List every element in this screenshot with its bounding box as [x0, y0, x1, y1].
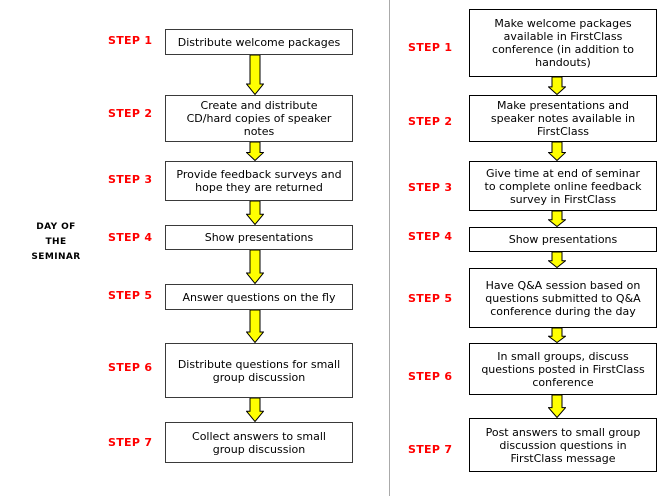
left-step-5-box: Answer questions on the fly [165, 284, 353, 310]
side-label-line: SEMINAR [31, 252, 81, 262]
right-step-3-box: Give time at end of seminar to complete … [469, 161, 657, 211]
left-step-2-box: Create and distribute CD/hard copies of … [165, 95, 353, 142]
right-step-4-box: Show presentations [469, 227, 657, 252]
right-step-6-box: In small groups, discuss questions poste… [469, 343, 657, 395]
left-step-6-label: STEP 6 [108, 361, 153, 374]
flow-arrow-down [246, 250, 264, 284]
left-step-4-text: Show presentations [204, 231, 314, 244]
flow-arrow-down [548, 211, 566, 227]
right-step-4-text: Show presentations [508, 233, 618, 246]
side-label-line: DAY OF [36, 222, 76, 232]
left-step-1-box: Distribute welcome packages [165, 29, 353, 55]
right-step-1-label: STEP 1 [408, 41, 453, 54]
flow-arrow-down [246, 55, 264, 95]
left-step-1-label: STEP 1 [108, 34, 153, 47]
left-step-7-label: STEP 7 [108, 436, 153, 449]
day-of-seminar-label: DAY OF THE SEMINAR [28, 220, 84, 265]
side-label-line: THE [45, 237, 67, 247]
left-step-5-text: Answer questions on the fly [182, 290, 336, 304]
right-step-3-label: STEP 3 [408, 181, 453, 194]
left-step-4-box: Show presentations [165, 225, 353, 250]
flow-arrow-down [246, 142, 264, 161]
flow-arrow-down [548, 252, 566, 268]
flow-arrow-down [548, 328, 566, 343]
right-step-7-text: Post answers to small group discussion q… [485, 425, 641, 465]
left-step-2-text: Create and distribute CD/hard copies of … [186, 99, 332, 138]
right-step-5-label: STEP 5 [408, 292, 453, 305]
right-step-1-box: Make welcome packages available in First… [469, 9, 657, 77]
right-step-5-box: Have Q&A session based on questions subm… [469, 268, 657, 328]
flow-arrow-down [548, 395, 566, 418]
right-step-7-box: Post answers to small group discussion q… [469, 418, 657, 472]
left-step-3-box: Provide feedback surveys and hope they a… [165, 161, 353, 201]
right-step-5-text: Have Q&A session based on questions subm… [485, 278, 641, 318]
left-step-3-label: STEP 3 [108, 173, 153, 186]
right-step-6-text: In small groups, discuss questions poste… [481, 349, 645, 389]
right-step-2-label: STEP 2 [408, 115, 453, 128]
left-step-5-label: STEP 5 [108, 289, 153, 302]
flow-arrow-down [246, 310, 264, 343]
left-step-6-box: Distribute questions for small group dis… [165, 343, 353, 398]
left-step-2-label: STEP 2 [108, 107, 153, 120]
flow-arrow-down [548, 77, 566, 95]
left-step-7-box: Collect answers to small group discussio… [165, 422, 353, 463]
right-step-7-label: STEP 7 [408, 443, 453, 456]
flow-arrow-down [548, 142, 566, 161]
flow-arrow-down [246, 398, 264, 422]
left-step-3-text: Provide feedback surveys and hope they a… [176, 168, 342, 194]
right-step-2-box: Make presentations and speaker notes ava… [469, 95, 657, 142]
column-divider [389, 0, 390, 496]
left-step-1-text: Distribute welcome packages [177, 35, 341, 49]
right-step-6-label: STEP 6 [408, 370, 453, 383]
left-step-7-text: Collect answers to small group discussio… [192, 429, 326, 456]
right-step-3-text: Give time at end of seminar to complete … [484, 166, 642, 206]
right-step-4-label: STEP 4 [408, 230, 453, 243]
left-step-4-label: STEP 4 [108, 231, 153, 244]
left-step-6-text: Distribute questions for small group dis… [177, 357, 341, 384]
right-step-1-text: Make welcome packages available in First… [492, 17, 634, 69]
right-step-2-text: Make presentations and speaker notes ava… [490, 99, 636, 138]
flow-arrow-down [246, 201, 264, 225]
